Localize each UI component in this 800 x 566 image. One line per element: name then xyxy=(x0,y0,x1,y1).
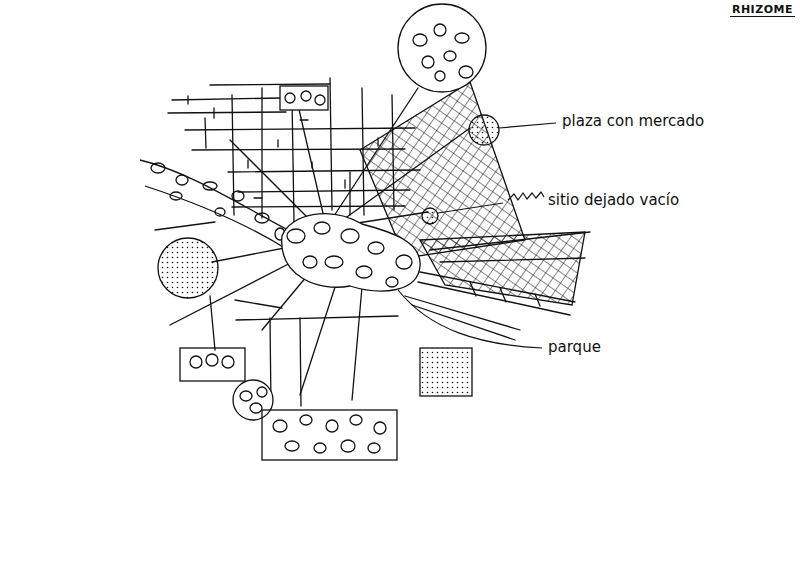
sketch-stroke xyxy=(368,443,380,453)
sketch-stroke xyxy=(230,140,318,228)
sketch-stroke xyxy=(315,95,325,105)
sketch-stroke xyxy=(235,300,282,308)
sketch-stroke xyxy=(413,34,427,46)
sketch-stroke xyxy=(422,56,434,68)
sheet-title: RHIZOME xyxy=(730,3,795,17)
sketch-stroke xyxy=(180,348,245,381)
sketch-stroke xyxy=(240,391,252,401)
sketch-stroke xyxy=(250,403,262,413)
sketch-stroke xyxy=(232,206,405,207)
sketch-stroke xyxy=(206,354,218,366)
sketch-stroke xyxy=(254,197,262,198)
sketch-stroke xyxy=(210,84,330,85)
sketch-stroke xyxy=(232,191,244,201)
sketch-stroke xyxy=(444,51,456,61)
sketch-stroke xyxy=(145,186,288,250)
sketch-stroke xyxy=(247,160,248,168)
sketch-stroke xyxy=(368,242,384,254)
sketch-stroke xyxy=(285,441,299,451)
sketch-stroke xyxy=(280,86,328,110)
callout-label: plaza con mercado xyxy=(560,112,706,130)
sketch-stroke xyxy=(176,175,188,185)
sketch-stroke xyxy=(469,115,499,145)
sketch-stroke xyxy=(155,222,215,230)
sketch-stroke xyxy=(262,410,397,460)
sketch-stroke xyxy=(295,92,325,222)
sketch-stroke xyxy=(341,229,359,243)
sketch-stroke xyxy=(277,140,278,147)
sketch-stroke xyxy=(396,255,412,269)
sketch-stroke xyxy=(314,443,326,453)
sketch-stroke xyxy=(300,284,336,395)
sketch-stroke xyxy=(459,66,473,78)
sketch-stroke xyxy=(300,318,301,406)
park xyxy=(282,214,420,291)
sketch-stroke xyxy=(257,387,267,397)
sketch-stroke xyxy=(344,180,345,188)
sketch-stroke xyxy=(215,208,225,216)
sketch-stroke xyxy=(203,182,217,190)
rhizome-band xyxy=(140,160,292,250)
sketch-stroke xyxy=(187,96,188,104)
sketch-stroke xyxy=(499,123,556,128)
sketch-stroke xyxy=(435,71,445,81)
sketch-stroke xyxy=(213,108,214,118)
sketch-stroke xyxy=(255,213,269,223)
sketch-stroke xyxy=(438,203,503,213)
sketch-stroke xyxy=(287,229,305,243)
callout-label: parque xyxy=(546,338,603,356)
sketch-stroke xyxy=(325,256,343,268)
sketch-stroke xyxy=(301,91,311,101)
sketch-stroke xyxy=(410,225,600,315)
sketch-stroke xyxy=(140,160,292,232)
sketch-stroke xyxy=(190,356,202,368)
sketch-stroke xyxy=(236,316,398,320)
sketch-stroke xyxy=(434,24,446,36)
callout-label: sitio dejado vacío xyxy=(546,191,681,209)
sketch-stroke xyxy=(508,192,544,200)
sketch-stroke xyxy=(185,128,415,130)
sketch-stroke xyxy=(233,380,273,420)
sketch-stroke xyxy=(349,172,350,215)
sketch-stroke xyxy=(330,78,332,210)
sketch-stroke xyxy=(151,163,165,173)
sketch-stroke xyxy=(222,356,234,368)
sketch-stroke xyxy=(352,287,362,400)
sketch-stroke xyxy=(205,118,206,148)
sketch-stroke xyxy=(398,290,542,348)
leader-lines xyxy=(398,123,556,348)
sketch-stroke xyxy=(170,192,182,200)
sketch-stroke xyxy=(168,112,286,113)
plots-and-squares xyxy=(158,4,499,460)
sketch-stroke xyxy=(285,93,295,103)
sketch-stroke xyxy=(350,415,362,425)
sketch-stroke xyxy=(341,440,355,452)
sketch-stroke xyxy=(386,277,398,287)
sketch-stroke xyxy=(210,296,215,350)
sketch-stroke xyxy=(420,348,472,396)
sketch-stroke xyxy=(356,266,372,278)
sketch-stroke xyxy=(314,222,330,234)
sketch-stroke xyxy=(374,422,386,434)
sketch-stroke xyxy=(282,214,420,291)
sketch-stroke xyxy=(420,232,585,305)
sketch-stroke xyxy=(273,420,287,432)
sketch-stroke xyxy=(300,415,312,425)
sketch-stroke xyxy=(158,238,218,298)
sketch-stroke xyxy=(326,420,338,432)
sketch-stroke xyxy=(303,256,317,268)
sketch-stroke xyxy=(422,208,438,224)
sketch-stroke xyxy=(398,4,486,92)
sketch-stroke xyxy=(455,33,469,43)
